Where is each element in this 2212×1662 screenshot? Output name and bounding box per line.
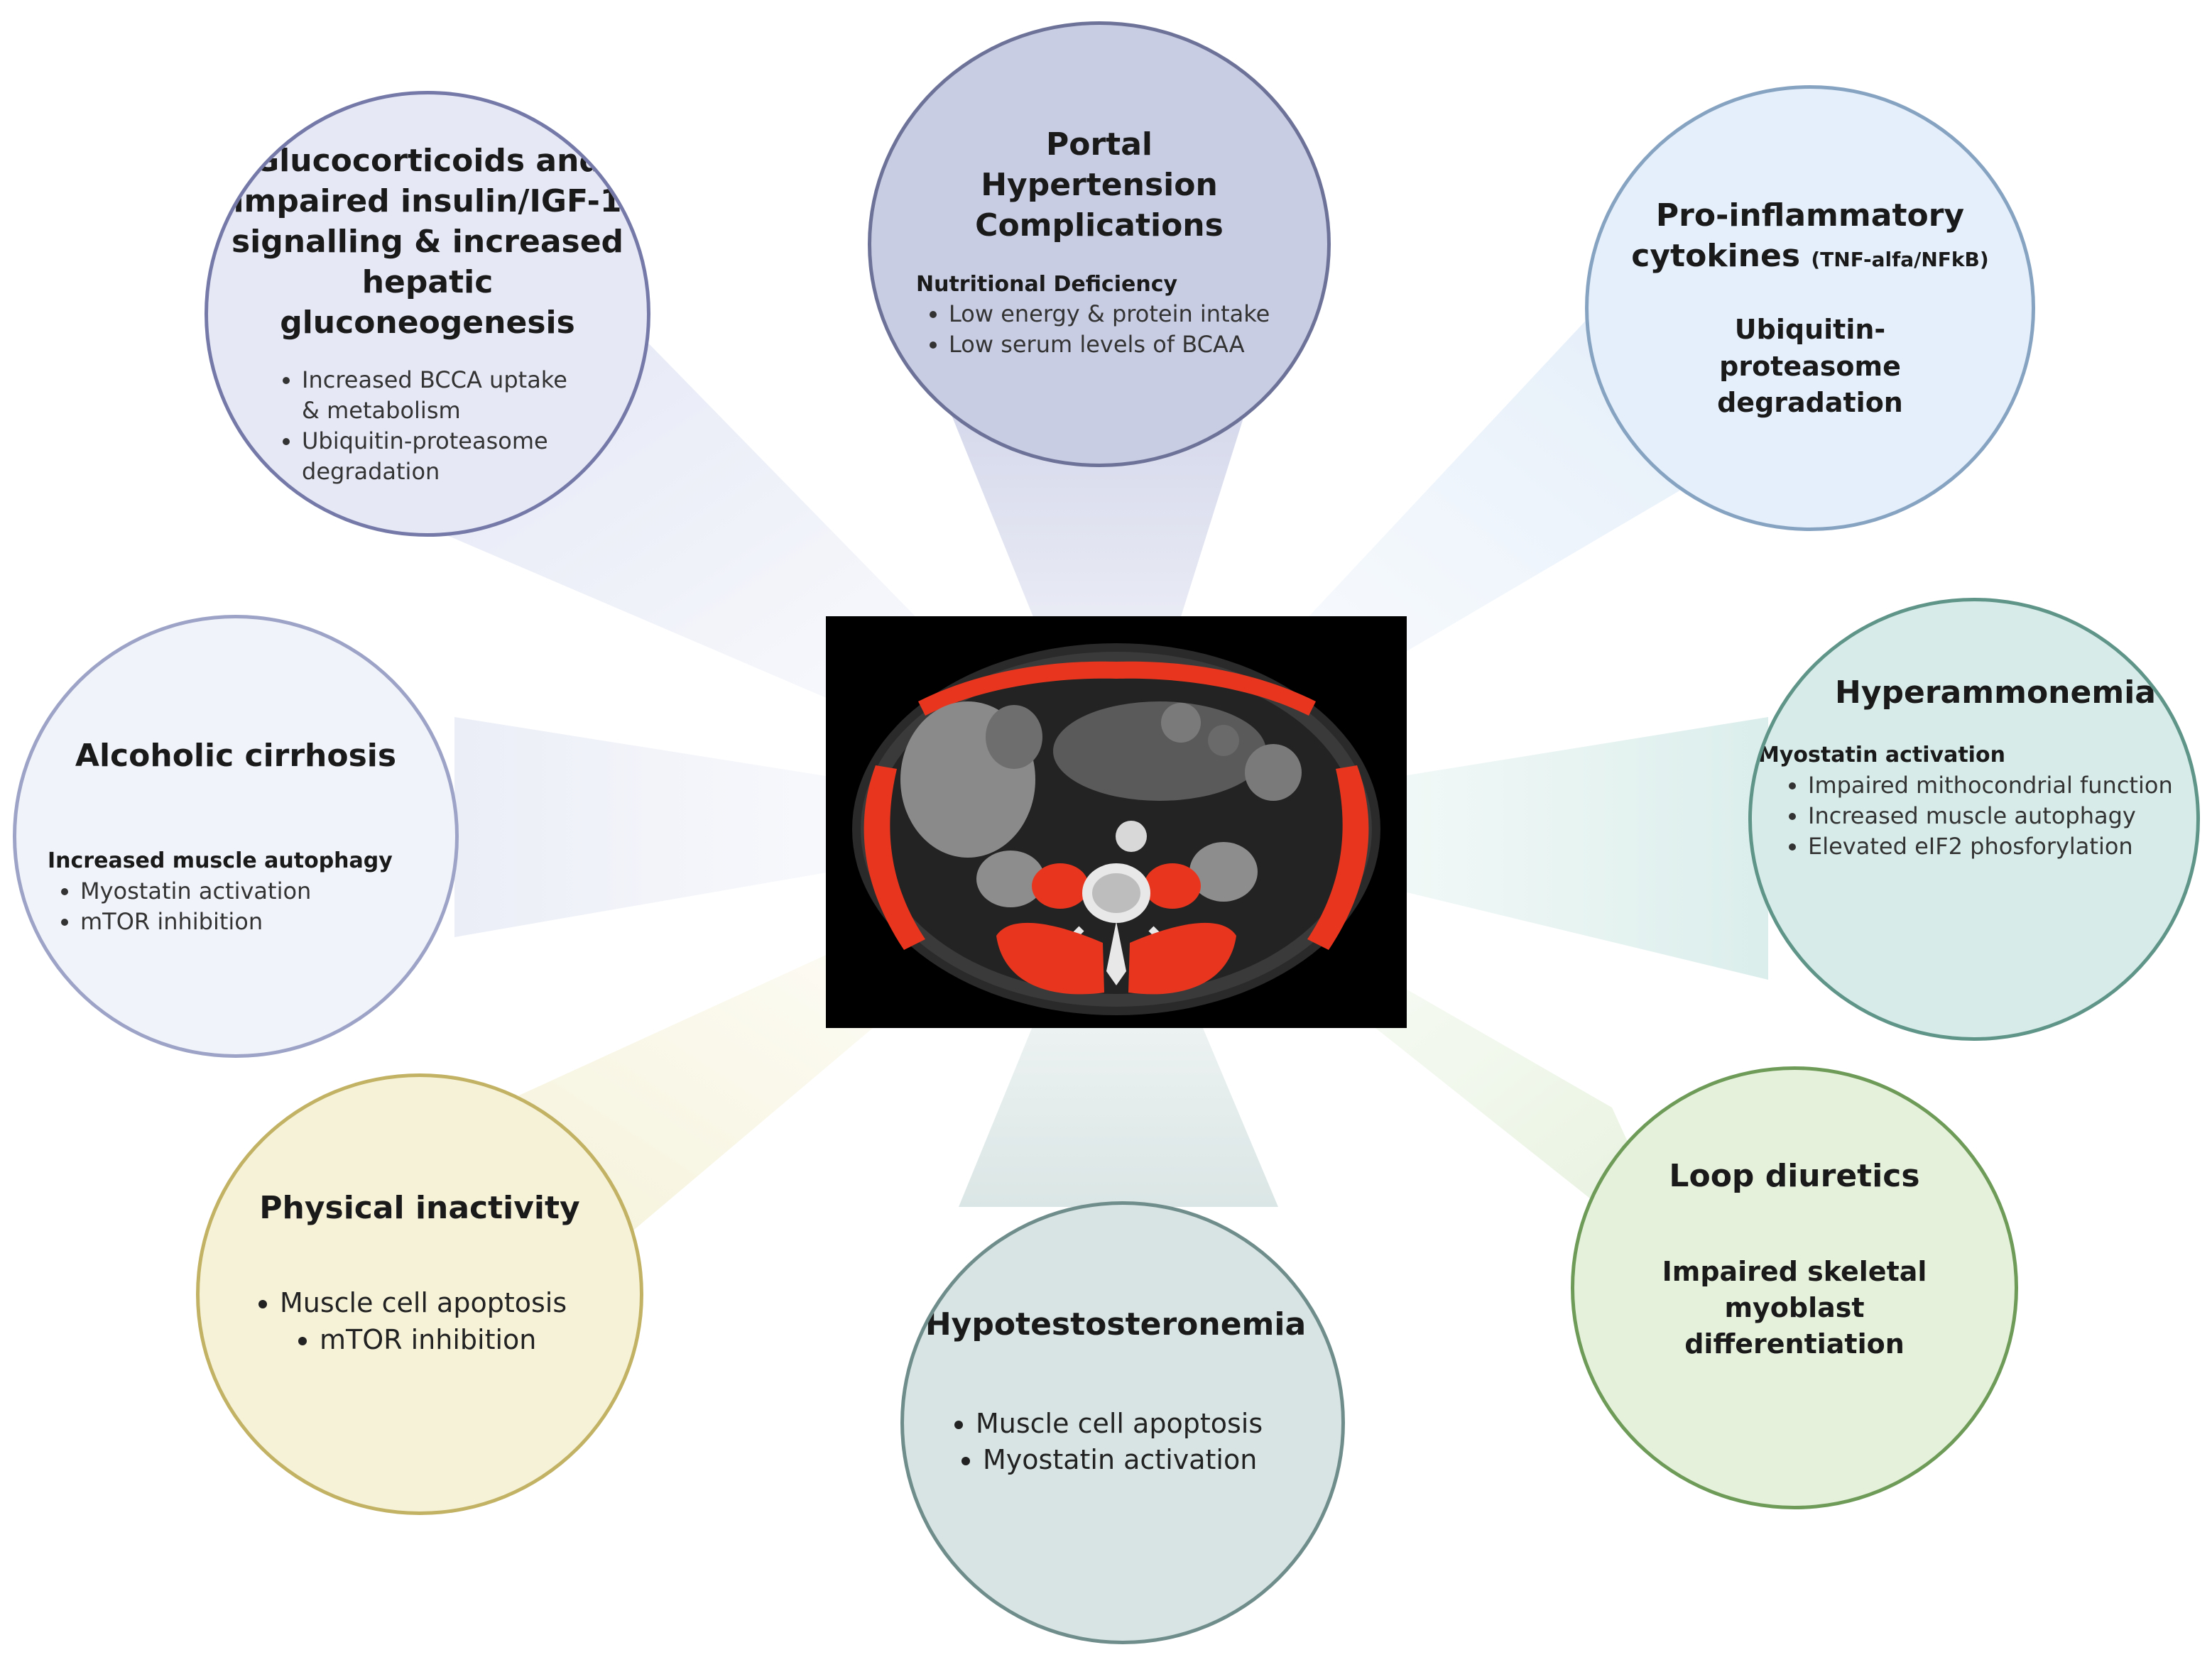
- node-hyperammonemia-subhead: Myostatin activation: [1758, 743, 2005, 768]
- list-item: Increased muscle autophagy: [1808, 801, 2196, 831]
- node-portal-title: Portal Hypertension Complications: [975, 126, 1224, 244]
- node-cytokines-text: Ubiquitin-proteasome degradation: [1717, 314, 1903, 418]
- node-cytokines-title-small: (TNF-alfa/NFkB): [1811, 248, 1989, 272]
- list-item: Ubiquitin-proteasome degradation: [302, 426, 586, 487]
- node-loop-diuretics: Loop diuretics Impaired skeletal myoblas…: [1571, 1066, 2018, 1509]
- list-item: Low serum levels of BCAA: [949, 329, 1314, 360]
- list-item: Myostatin activation: [983, 1442, 1302, 1478]
- node-hypotestosteronemia: Hypotestosteronemia Muscle cell apoptosi…: [900, 1201, 1345, 1644]
- ct-aorta: [1116, 821, 1147, 852]
- node-glucocorticoids-list: Increased BCCA uptake & metabolism Ubiqu…: [269, 365, 586, 488]
- node-alcoholic-title: Alcoholic cirrhosis: [75, 737, 397, 774]
- node-cytokines-title-main: Pro-inflammatory cytokines: [1631, 197, 1965, 275]
- ct-scan-image: [826, 616, 1407, 1028]
- node-glucocorticoids: Glucocorticoids and impaired insulin/IGF…: [205, 91, 650, 537]
- ct-bowel: [1053, 701, 1266, 801]
- ct-kidney-right: [1189, 842, 1258, 902]
- node-portal-subhead: Nutritional Deficiency: [916, 271, 1178, 297]
- list-item: mTOR inhibition: [80, 907, 424, 937]
- node-portal-body: Nutritional Deficiency Low energy & prot…: [885, 270, 1314, 361]
- node-physical-inactivity: Physical inactivity Muscle cell apoptosi…: [196, 1073, 643, 1515]
- node-diuretics-text: Impaired skeletal myoblast differentiati…: [1662, 1255, 1927, 1360]
- node-cytokines-title: Pro-inflammatory cytokines (TNF-alfa/NFk…: [1611, 195, 2009, 276]
- ct-kidney-left: [976, 851, 1045, 907]
- ct-muscle-psoas-left: [1032, 863, 1089, 909]
- list-item: mTOR inhibition: [320, 1322, 592, 1358]
- node-diuretics-title: Loop diuretics: [1669, 1158, 1920, 1195]
- list-item: Elevated eIF2 phosforylation: [1808, 831, 2196, 862]
- ct-muscle-psoas-right: [1144, 863, 1201, 909]
- node-glucocorticoids-title: Glucocorticoids and impaired insulin/IGF…: [231, 142, 624, 341]
- ct-muscle-right-wall: [1307, 765, 1369, 950]
- node-pro-inflammatory-cytokines: Pro-inflammatory cytokines (TNF-alfa/NFk…: [1585, 85, 2035, 531]
- node-alcoholic-list: Myostatin activation mTOR inhibition: [48, 876, 424, 937]
- node-alcoholic-subhead: Increased muscle autophagy: [48, 848, 393, 874]
- node-alcoholic-cirrhosis: Alcoholic cirrhosis Increased muscle aut…: [13, 615, 459, 1058]
- ct-muscle-anterior: [918, 661, 1316, 716]
- ct-muscle-left-wall: [863, 765, 925, 950]
- list-item: Muscle cell apoptosis: [280, 1285, 592, 1321]
- node-hyperammonemia-body: Myostatin activation Impaired mithocondr…: [1752, 741, 2196, 863]
- list-item: Increased BCCA uptake & metabolism: [302, 365, 586, 426]
- list-item: Low energy & protein intake: [949, 299, 1314, 329]
- node-inactivity-list: Muscle cell apoptosis mTOR inhibition: [247, 1285, 592, 1358]
- list-item: Impaired mithocondrial function: [1808, 770, 2196, 801]
- ct-muscle-paraspinal-left: [996, 922, 1104, 995]
- ray-portal: [944, 398, 1250, 822]
- node-hypotestosteronemia-title: Hypotestosteronemia: [925, 1306, 1307, 1343]
- ray-hyperammonemia: [1116, 717, 1768, 980]
- node-hyperammonemia-title: Hyperammonemia: [1835, 674, 2156, 711]
- node-hypotestosteronemia-list: Muscle cell apoptosis Myostatin activati…: [943, 1406, 1302, 1479]
- node-alcoholic-body: Increased muscle autophagy Myostatin act…: [48, 847, 424, 937]
- ct-muscle-paraspinal-right: [1128, 922, 1236, 995]
- node-hyperammonemia: Hyperammonemia Myostatin activation Impa…: [1748, 598, 2200, 1041]
- node-portal-hypertension: Portal Hypertension Complications Nutrit…: [868, 21, 1331, 467]
- node-portal-list: Low energy & protein intake Low serum le…: [916, 299, 1314, 360]
- node-hyperammonemia-list: Impaired mithocondrial function Increase…: [1758, 770, 2196, 863]
- node-inactivity-title: Physical inactivity: [259, 1190, 580, 1227]
- list-item: Myostatin activation: [80, 876, 424, 907]
- list-item: Muscle cell apoptosis: [976, 1406, 1302, 1442]
- ray-alcoholic: [454, 717, 1116, 937]
